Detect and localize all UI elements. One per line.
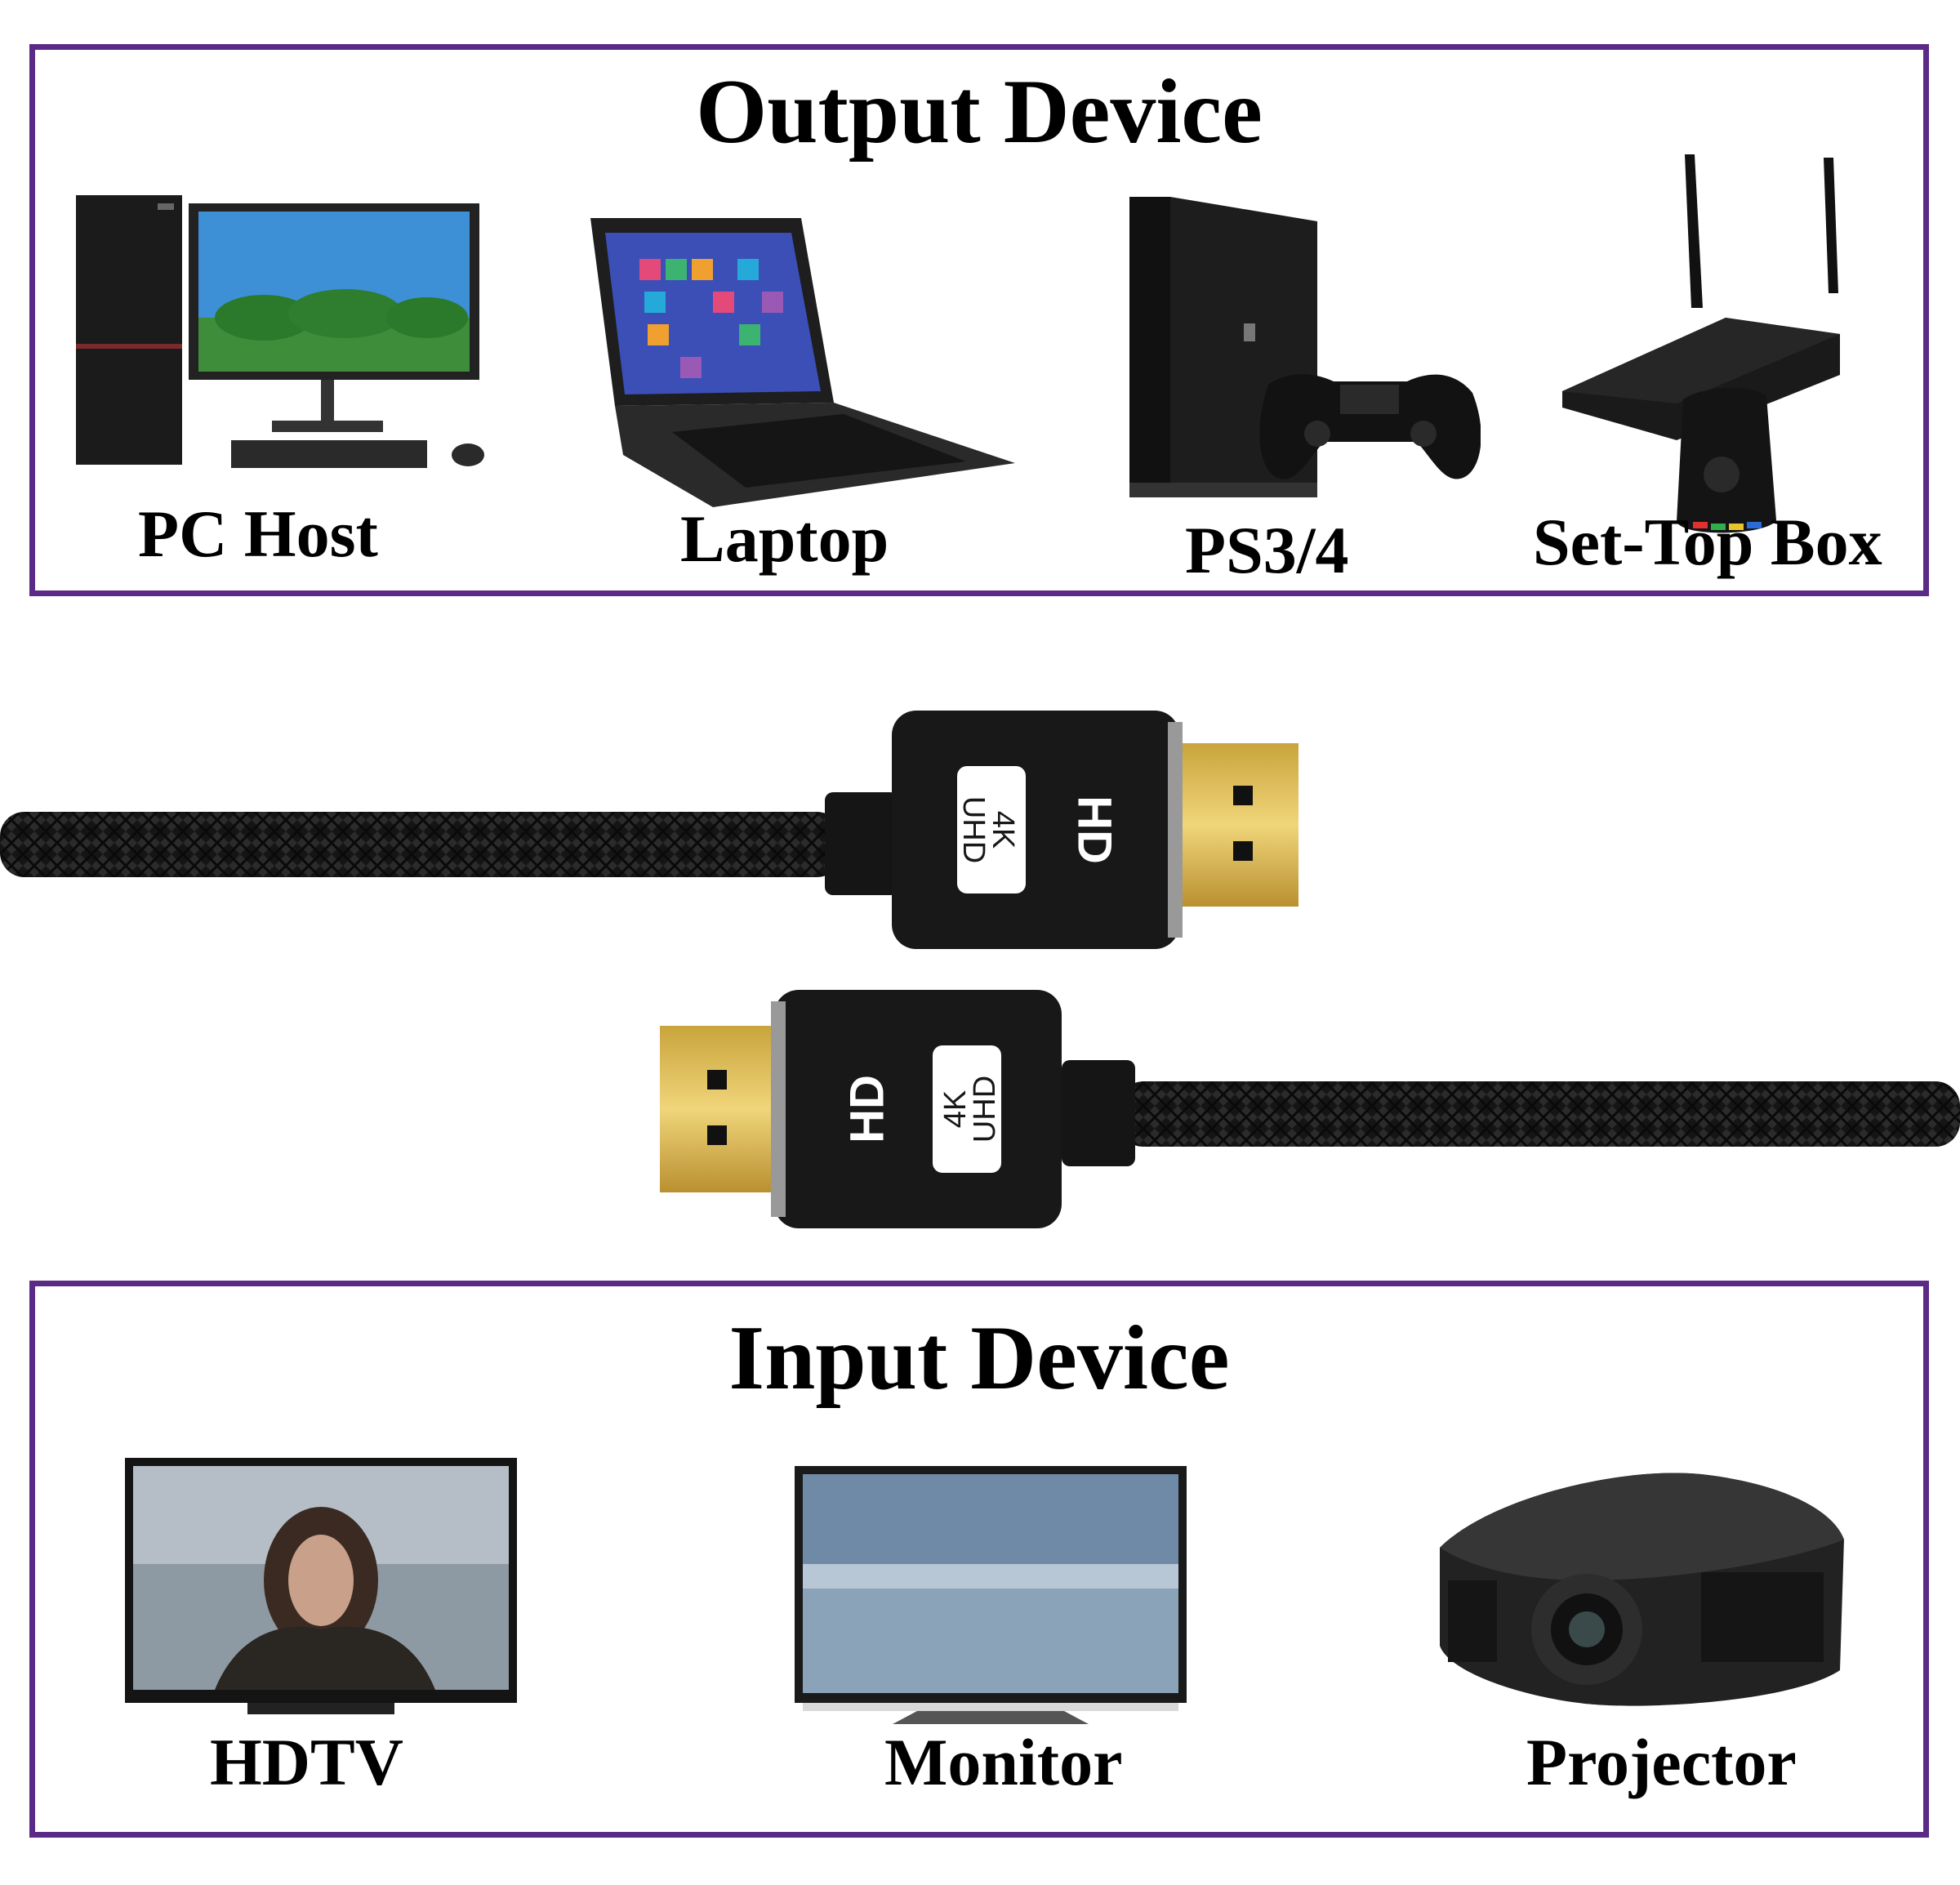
monitor-device — [795, 1466, 1187, 1727]
monitor-icon — [795, 1466, 1187, 1724]
laptop-device — [590, 218, 1015, 528]
set-top-box-label: Set-Top Box — [1533, 505, 1882, 579]
hdmi-plug-housing-upper — [892, 711, 1179, 949]
hd-logo-upper: HD — [1068, 795, 1121, 864]
hdtv-icon — [125, 1458, 517, 1714]
pc-host-device — [76, 195, 517, 522]
laptop-label: Laptop — [680, 501, 889, 576]
uhd-badge-upper: UHD — [956, 796, 991, 863]
4k-badge-lower: 4K — [938, 1090, 973, 1128]
hdmi-plug-gold-lower — [660, 1026, 782, 1192]
uhd-badge-lower: UHD — [968, 1076, 1002, 1143]
output-device-panel: Output Device PC Host — [29, 44, 1929, 596]
input-device-title: Input Device — [728, 1308, 1230, 1409]
cable-lower: HD 4K UHD — [660, 990, 1960, 1228]
laptop-icon — [590, 218, 1015, 507]
4k-badge-upper: 4K — [986, 811, 1020, 849]
hd-logo-lower: HD — [841, 1075, 894, 1143]
hdmi-plug-housing-lower — [774, 990, 1062, 1228]
pc-host-label: PC Host — [138, 497, 378, 571]
hdtv-label: HDTV — [210, 1725, 403, 1799]
projector-device — [1423, 1466, 1848, 1711]
output-device-title: Output Device — [696, 61, 1263, 163]
hdmi-plug-gold-upper — [1176, 743, 1298, 907]
hdtv-device — [125, 1458, 517, 1719]
ps-console-label: PS3/4 — [1185, 513, 1349, 587]
input-device-panel: Input Device HDTV Monitor — [29, 1281, 1929, 1838]
hdmi-cable: HD 4K UHD HD 4K UHD — [0, 711, 1960, 1228]
ps-console-icon — [1129, 197, 1481, 497]
monitor-label: Monitor — [884, 1725, 1123, 1799]
ps-console-device — [1129, 197, 1481, 540]
projector-label: Projector — [1526, 1725, 1797, 1799]
set-top-box-device — [1562, 154, 1864, 538]
projector-icon — [1440, 1473, 1844, 1706]
set-top-box-icon — [1562, 154, 1840, 533]
pc-host-icon — [76, 195, 484, 468]
cable-upper: HD 4K UHD — [0, 711, 1298, 949]
